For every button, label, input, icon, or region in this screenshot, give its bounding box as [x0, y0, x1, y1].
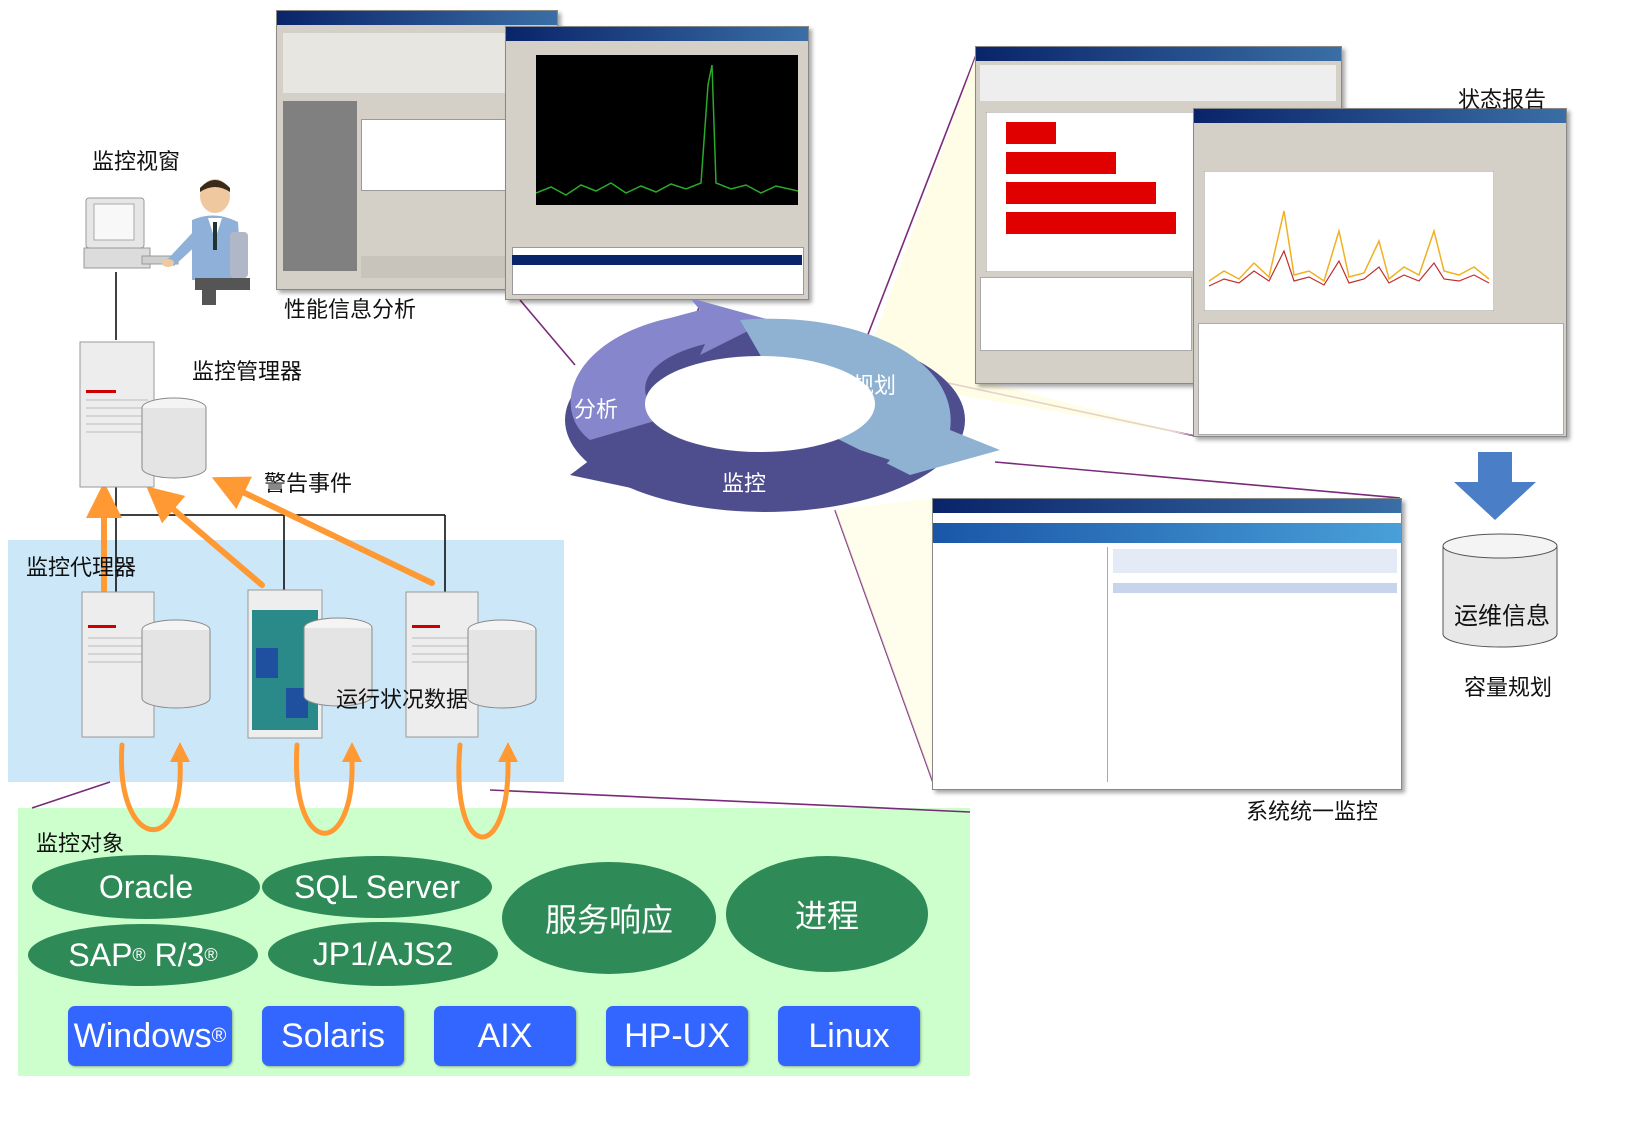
agent-server-2	[247, 589, 373, 739]
process-target: 进程	[726, 856, 928, 972]
alert-events-label: 警告事件	[264, 472, 353, 497]
jp1-ajs2-target: JP1/AJS2	[268, 922, 498, 986]
service-response-target: 服务响应	[502, 862, 716, 974]
perf-analysis-window-2	[505, 26, 809, 300]
ops-info-label: 运维信息	[1454, 602, 1550, 630]
cycle-monitoring-segment	[570, 430, 890, 501]
monitor-agent-label: 监控代理器	[26, 556, 137, 581]
unified-monitoring-label: 系统统一监控	[1246, 800, 1379, 825]
cycle-analysis-segment	[570, 300, 770, 440]
ops-info-cylinder	[1442, 533, 1558, 648]
down-arrow-icon	[1454, 452, 1536, 520]
person-at-computer-illustration	[83, 179, 250, 305]
os-aix: AIX	[434, 1006, 576, 1066]
os-solaris: Solaris	[262, 1006, 404, 1066]
agent-server-1	[81, 591, 211, 738]
agent-server-3	[405, 591, 537, 738]
sql-server-target: SQL Server	[262, 856, 492, 918]
capacity-planning-label: 容量规划	[1464, 676, 1553, 701]
status-report-window-2	[1193, 108, 1567, 437]
monitor-window-label: 监控视窗	[92, 150, 181, 175]
os-windows: Windows®	[68, 1006, 232, 1066]
os-linux: Linux	[778, 1006, 920, 1066]
perf-analysis-label: 性能信息分析	[284, 298, 417, 323]
cycle-analysis-label: 分析	[574, 398, 619, 423]
monitor-targets-label: 监控对象	[36, 832, 125, 857]
os-hpux: HP-UX	[606, 1006, 748, 1066]
monitor-manager-label: 监控管理器	[192, 360, 303, 385]
sap-r3-target: SAP® R/3®	[28, 924, 258, 986]
cycle-monitoring-label: 监控	[722, 472, 767, 497]
runtime-data-label: 运行状况数据	[336, 688, 469, 713]
status-report-label: 状态报告	[1458, 88, 1547, 113]
cycle-diagram	[565, 300, 1000, 512]
oracle-target: Oracle	[32, 855, 260, 919]
manager-server-icon	[79, 341, 207, 488]
unified-monitoring-window	[932, 498, 1402, 790]
cycle-planning-label: 规划	[852, 374, 897, 399]
